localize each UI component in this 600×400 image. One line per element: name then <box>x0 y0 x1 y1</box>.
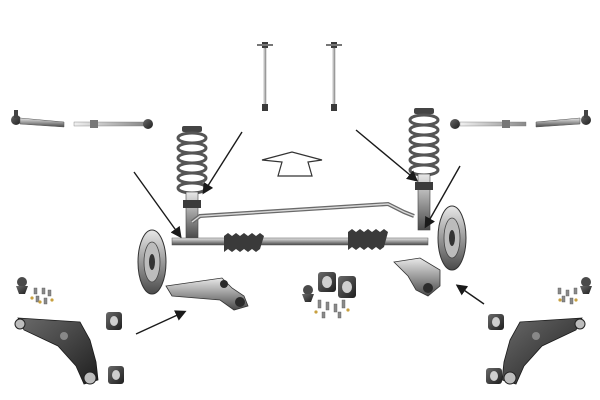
stabilizer-link-right <box>326 42 342 111</box>
bushing-left-upper <box>106 312 122 330</box>
lower-control-arm-right-loose <box>501 317 586 385</box>
inner-tie-rod-left <box>73 119 153 129</box>
ball-joint-left <box>16 277 28 294</box>
shock-absorber-right <box>415 173 433 231</box>
lower-control-arm-right-installed <box>393 257 441 297</box>
lower-control-arm-left-installed <box>165 277 249 311</box>
bolt-kit-left <box>30 287 54 305</box>
anti-roll-bar <box>190 201 415 224</box>
bushing-center-2 <box>338 276 356 298</box>
up-arrow-outline-icon <box>261 151 323 177</box>
bushing-right-lower <box>486 368 502 384</box>
coil-spring-left <box>176 126 208 195</box>
bushing-center-1 <box>318 272 336 292</box>
steering-rack-boot-right <box>348 229 388 250</box>
steering-rack <box>171 237 429 246</box>
inner-tie-rod-right <box>450 119 527 129</box>
bushing-left-lower <box>108 366 124 384</box>
bushing-right-upper <box>488 314 504 330</box>
wheel-hub-left <box>137 229 167 295</box>
ball-joint-center <box>302 285 314 302</box>
tie-rod-end-left <box>11 110 65 128</box>
pointer-arrow-icon <box>133 129 485 335</box>
ball-joint-right <box>580 277 592 294</box>
bolt-kit-center <box>314 299 350 319</box>
tie-rod-end-right <box>535 110 591 128</box>
lower-control-arm-left-loose <box>14 317 99 385</box>
bolt-kit-right <box>557 287 578 305</box>
stabilizer-link-left <box>257 42 273 111</box>
steering-rack-boot-left <box>224 233 264 252</box>
coil-spring-right <box>408 108 440 177</box>
wheel-hub-right <box>437 205 467 271</box>
